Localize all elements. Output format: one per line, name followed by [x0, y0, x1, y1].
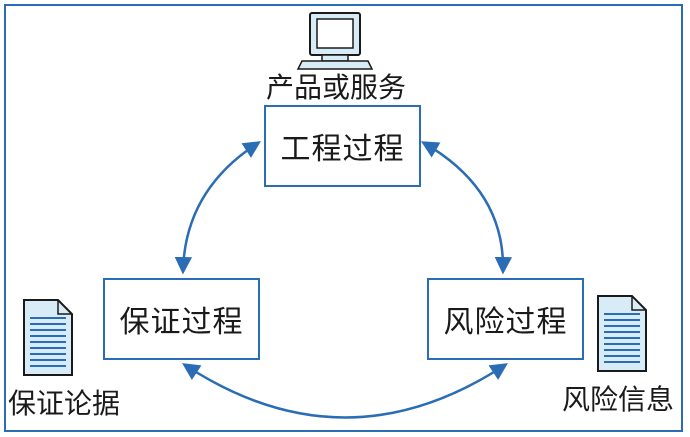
diagram-frame: [4, 4, 683, 432]
assurance-evidence-label: 保证论据: [8, 387, 121, 420]
arrow-engineering-risk: [420, 141, 513, 275]
risk-info-label: 风险信息: [562, 383, 675, 416]
product-label: 产品或服务: [266, 71, 407, 104]
risk-info-document-icon: [597, 295, 647, 372]
arrow-engineering-assurance: [174, 141, 261, 275]
computer-monitor-icon: [296, 12, 374, 70]
assurance-evidence-document-icon: [23, 299, 73, 376]
arrow-assurance-risk: [182, 363, 508, 419]
engineering-process-node: 工程过程: [264, 105, 421, 187]
risk-process-node: 风险过程: [427, 278, 584, 360]
assurance-process-node: 保证过程: [103, 278, 260, 360]
